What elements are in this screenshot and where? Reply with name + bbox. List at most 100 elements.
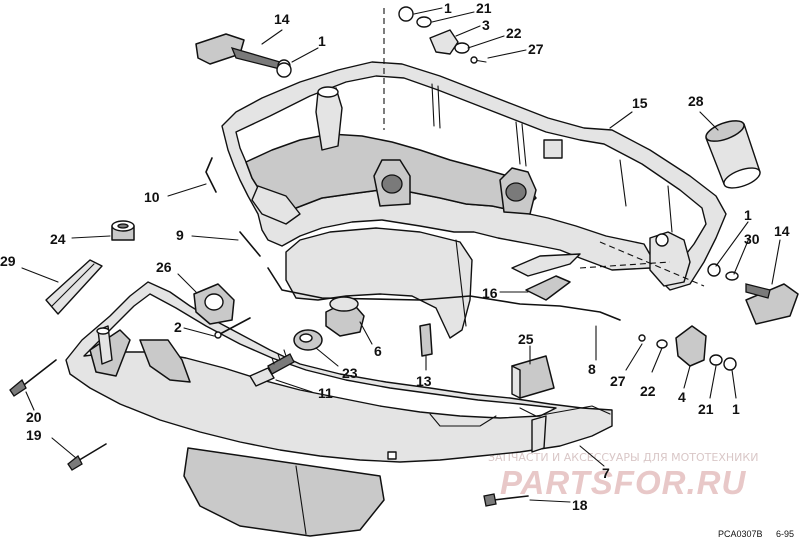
callout-1a: 1 xyxy=(444,0,452,16)
washer-top xyxy=(416,16,432,28)
callout-30: 30 xyxy=(744,231,760,247)
nut-1d xyxy=(723,357,737,371)
callout-2: 2 xyxy=(174,319,182,335)
pin-2 xyxy=(219,317,251,335)
washer-22-top xyxy=(454,42,470,54)
bolt-20 xyxy=(9,359,57,397)
flap xyxy=(511,253,581,277)
lower-latch-block xyxy=(531,415,547,453)
callout-23: 23 xyxy=(342,365,358,381)
strip-29-edge xyxy=(51,263,95,307)
rib-1 xyxy=(431,83,435,127)
callout-25: 25 xyxy=(518,331,534,347)
washer-22-right xyxy=(656,339,668,349)
lower-cover-mark xyxy=(387,451,397,460)
rib-6 xyxy=(667,185,673,233)
lever-upper xyxy=(195,33,291,73)
washer-30 xyxy=(725,271,739,281)
washer-21-right xyxy=(709,354,723,366)
washer-23 xyxy=(293,329,323,351)
rib-4 xyxy=(521,123,527,167)
callout-28: 28 xyxy=(688,93,704,109)
plug-6 xyxy=(325,296,365,337)
callout-18: 18 xyxy=(572,497,588,513)
apron-edge xyxy=(455,239,467,327)
clip-16 xyxy=(525,275,571,301)
bushing-24 xyxy=(111,220,135,241)
seal-9 xyxy=(239,231,261,257)
strip-29 xyxy=(45,259,103,315)
lower-cover xyxy=(65,281,613,537)
grommet-26 xyxy=(193,283,235,325)
latch-25 xyxy=(511,355,555,399)
skirt-crease xyxy=(295,465,307,535)
callouts: 1 21 3 22 27 14 1 15 28 10 9 24 29 26 2 … xyxy=(0,0,790,513)
callout-16: 16 xyxy=(482,285,498,301)
watermark-site: PARTSFOR.RU xyxy=(500,464,746,501)
callout-11: 11 xyxy=(318,385,333,401)
callout-22a: 22 xyxy=(506,25,522,41)
callout-19: 19 xyxy=(26,427,42,443)
pin-13 xyxy=(419,323,433,357)
watermark-tagline: ЗАПЧАСТИ И АКСЕССУАРЫ ДЛЯ МОТОТЕХНИКИ xyxy=(488,451,758,464)
lower-slot xyxy=(429,413,497,427)
screw-27-head xyxy=(470,56,478,64)
front-post xyxy=(315,87,343,151)
rear-tab xyxy=(543,139,563,159)
callout-20: 20 xyxy=(26,409,42,425)
bracket-4 xyxy=(675,325,707,367)
bolt-19 xyxy=(67,443,107,471)
callout-21a: 21 xyxy=(476,0,492,16)
date-code: 6-95 xyxy=(776,529,794,539)
leader-lines xyxy=(21,7,781,503)
callout-7: 7 xyxy=(602,465,610,481)
stud-11 xyxy=(249,349,295,387)
screw-27-right xyxy=(638,334,646,342)
callout-4: 4 xyxy=(678,389,686,405)
left-step xyxy=(251,185,301,225)
pin-2-head xyxy=(214,331,222,339)
callout-13: 13 xyxy=(416,373,432,389)
lower-cover-inner xyxy=(83,293,557,419)
callout-6: 6 xyxy=(374,343,382,359)
rib-2 xyxy=(437,85,441,129)
bracket-3 xyxy=(429,29,459,55)
callout-1b: 1 xyxy=(318,33,326,49)
seal-10 xyxy=(205,157,217,193)
lever-14-right xyxy=(745,283,799,325)
callout-14a: 14 xyxy=(274,11,290,27)
dashed-line-right xyxy=(599,241,705,287)
callout-8: 8 xyxy=(588,361,596,377)
callout-29: 29 xyxy=(0,253,16,269)
latch-mount-hole xyxy=(655,233,669,247)
rib-3 xyxy=(515,121,521,165)
callout-24: 24 xyxy=(50,231,66,247)
bolt-18 xyxy=(483,493,529,507)
drawing-code: PCA0307B xyxy=(718,529,763,539)
upper-cover xyxy=(221,61,727,339)
lower-mid-pocket xyxy=(139,339,191,383)
seal-lower xyxy=(267,267,621,321)
rib-5 xyxy=(619,159,627,207)
lower-rear-edge xyxy=(519,405,611,417)
callout-1c: 1 xyxy=(744,207,752,223)
callout-15: 15 xyxy=(632,95,648,111)
lower-post-cap xyxy=(96,327,110,335)
dashed-line-mid xyxy=(579,261,671,269)
callout-27b: 27 xyxy=(610,373,626,389)
front-post-cap xyxy=(317,86,339,98)
grommet-28 xyxy=(705,120,761,189)
callout-1d: 1 xyxy=(732,401,740,417)
lower-skirt xyxy=(183,447,385,537)
lower-post xyxy=(97,325,113,365)
center-boss-hole xyxy=(505,182,527,202)
left-boss-hole xyxy=(381,174,403,194)
nut-1b xyxy=(276,62,292,78)
watermark: ЗАПЧАСТИ И АКСЕССУАРЫ ДЛЯ МОТОТЕХНИКИ PA… xyxy=(488,451,758,501)
callout-22b: 22 xyxy=(640,383,656,399)
callout-3: 3 xyxy=(482,17,490,33)
callout-9: 9 xyxy=(176,227,184,243)
callout-21b: 21 xyxy=(698,401,714,417)
